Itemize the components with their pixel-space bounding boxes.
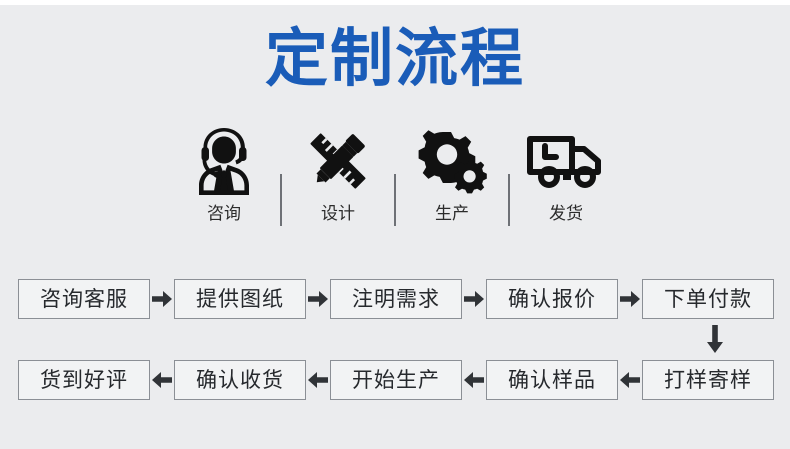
arrow-left-icon <box>462 372 486 388</box>
arrow-right-icon <box>306 291 330 307</box>
icon-cell-design: 设计 <box>292 122 384 242</box>
icon-divider <box>280 174 282 226</box>
flow-step-box[interactable]: 开始生产 <box>330 360 462 400</box>
arrow-left-icon <box>150 372 174 388</box>
flow-row-top: 咨询客服 提供图纸 注明需求 确认报价 下单付款 <box>18 278 774 320</box>
flow-step-box[interactable]: 确认报价 <box>486 279 618 319</box>
icon-cell-consult: 咨询 <box>178 122 270 242</box>
page-title: 定制流程 <box>265 24 525 94</box>
arrow-left-icon <box>618 372 642 388</box>
headset-agent-icon <box>193 122 255 200</box>
icon-divider <box>508 174 510 226</box>
icon-label: 咨询 <box>207 204 241 223</box>
flow-step-box[interactable]: 货到好评 <box>18 360 150 400</box>
flow-step-box[interactable]: 提供图纸 <box>174 279 306 319</box>
arrow-right-icon <box>462 291 486 307</box>
flow-row-bottom: 货到好评 确认收货 开始生产 确认样品 打样寄样 <box>18 359 774 401</box>
arrow-down-icon <box>700 322 730 356</box>
arrow-left-icon <box>306 372 330 388</box>
delivery-truck-icon <box>525 122 607 200</box>
flow-step-box[interactable]: 下单付款 <box>642 279 774 319</box>
flow-step-box[interactable]: 确认收货 <box>174 360 306 400</box>
flow-step-box[interactable]: 注明需求 <box>330 279 462 319</box>
arrow-right-icon <box>150 291 174 307</box>
process-icon-strip: 咨询 <box>175 122 615 242</box>
icon-label: 生产 <box>435 204 469 223</box>
icon-cell-production: 生产 <box>406 122 498 242</box>
arrow-right-icon <box>618 291 642 307</box>
gears-icon <box>415 122 489 200</box>
pencil-ruler-icon <box>302 122 374 200</box>
icon-label: 发货 <box>549 204 583 223</box>
top-white-band <box>0 0 790 5</box>
flow-step-box[interactable]: 咨询客服 <box>18 279 150 319</box>
flow-step-box[interactable]: 打样寄样 <box>642 360 774 400</box>
icon-divider <box>394 174 396 226</box>
icon-cell-shipping: 发货 <box>520 122 612 242</box>
flow-step-box[interactable]: 确认样品 <box>486 360 618 400</box>
icon-label: 设计 <box>321 204 355 223</box>
